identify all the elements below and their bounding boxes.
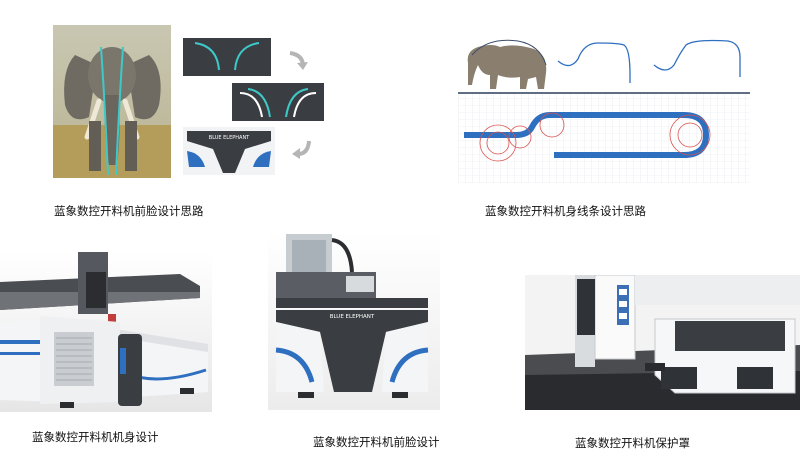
front-face-sketch: BLUE ELEPHANT [183,127,275,175]
body-line-concept [458,35,750,183]
arrow-icon [290,138,312,160]
caption-front-face-design: 蓝象数控开料机前脸设计 [313,435,440,449]
cover-render [525,275,800,410]
caption-front-face-concept: 蓝象数控开料机前脸设计思路 [54,204,204,218]
caption-cover-design: 蓝象数控开料机保护罩 [575,436,690,450]
elephant-silhouette [467,39,547,89]
brand-plate: BLUE ELEPHANT [209,135,250,141]
front-face-render: BLUE ELEPHANT [268,232,440,410]
caption-body-design: 蓝象数控开料机机身设计 [32,430,159,444]
concept-step-2 [232,83,324,121]
caption-body-line-concept: 蓝象数控开料机身线条设计思路 [485,204,646,218]
machine-body-render [0,252,212,412]
elephant-photo [53,25,171,178]
concept-step-1 [183,38,271,76]
brand-plate: BLUE ELEPHANT [330,314,375,320]
arrow-icon [287,50,309,72]
